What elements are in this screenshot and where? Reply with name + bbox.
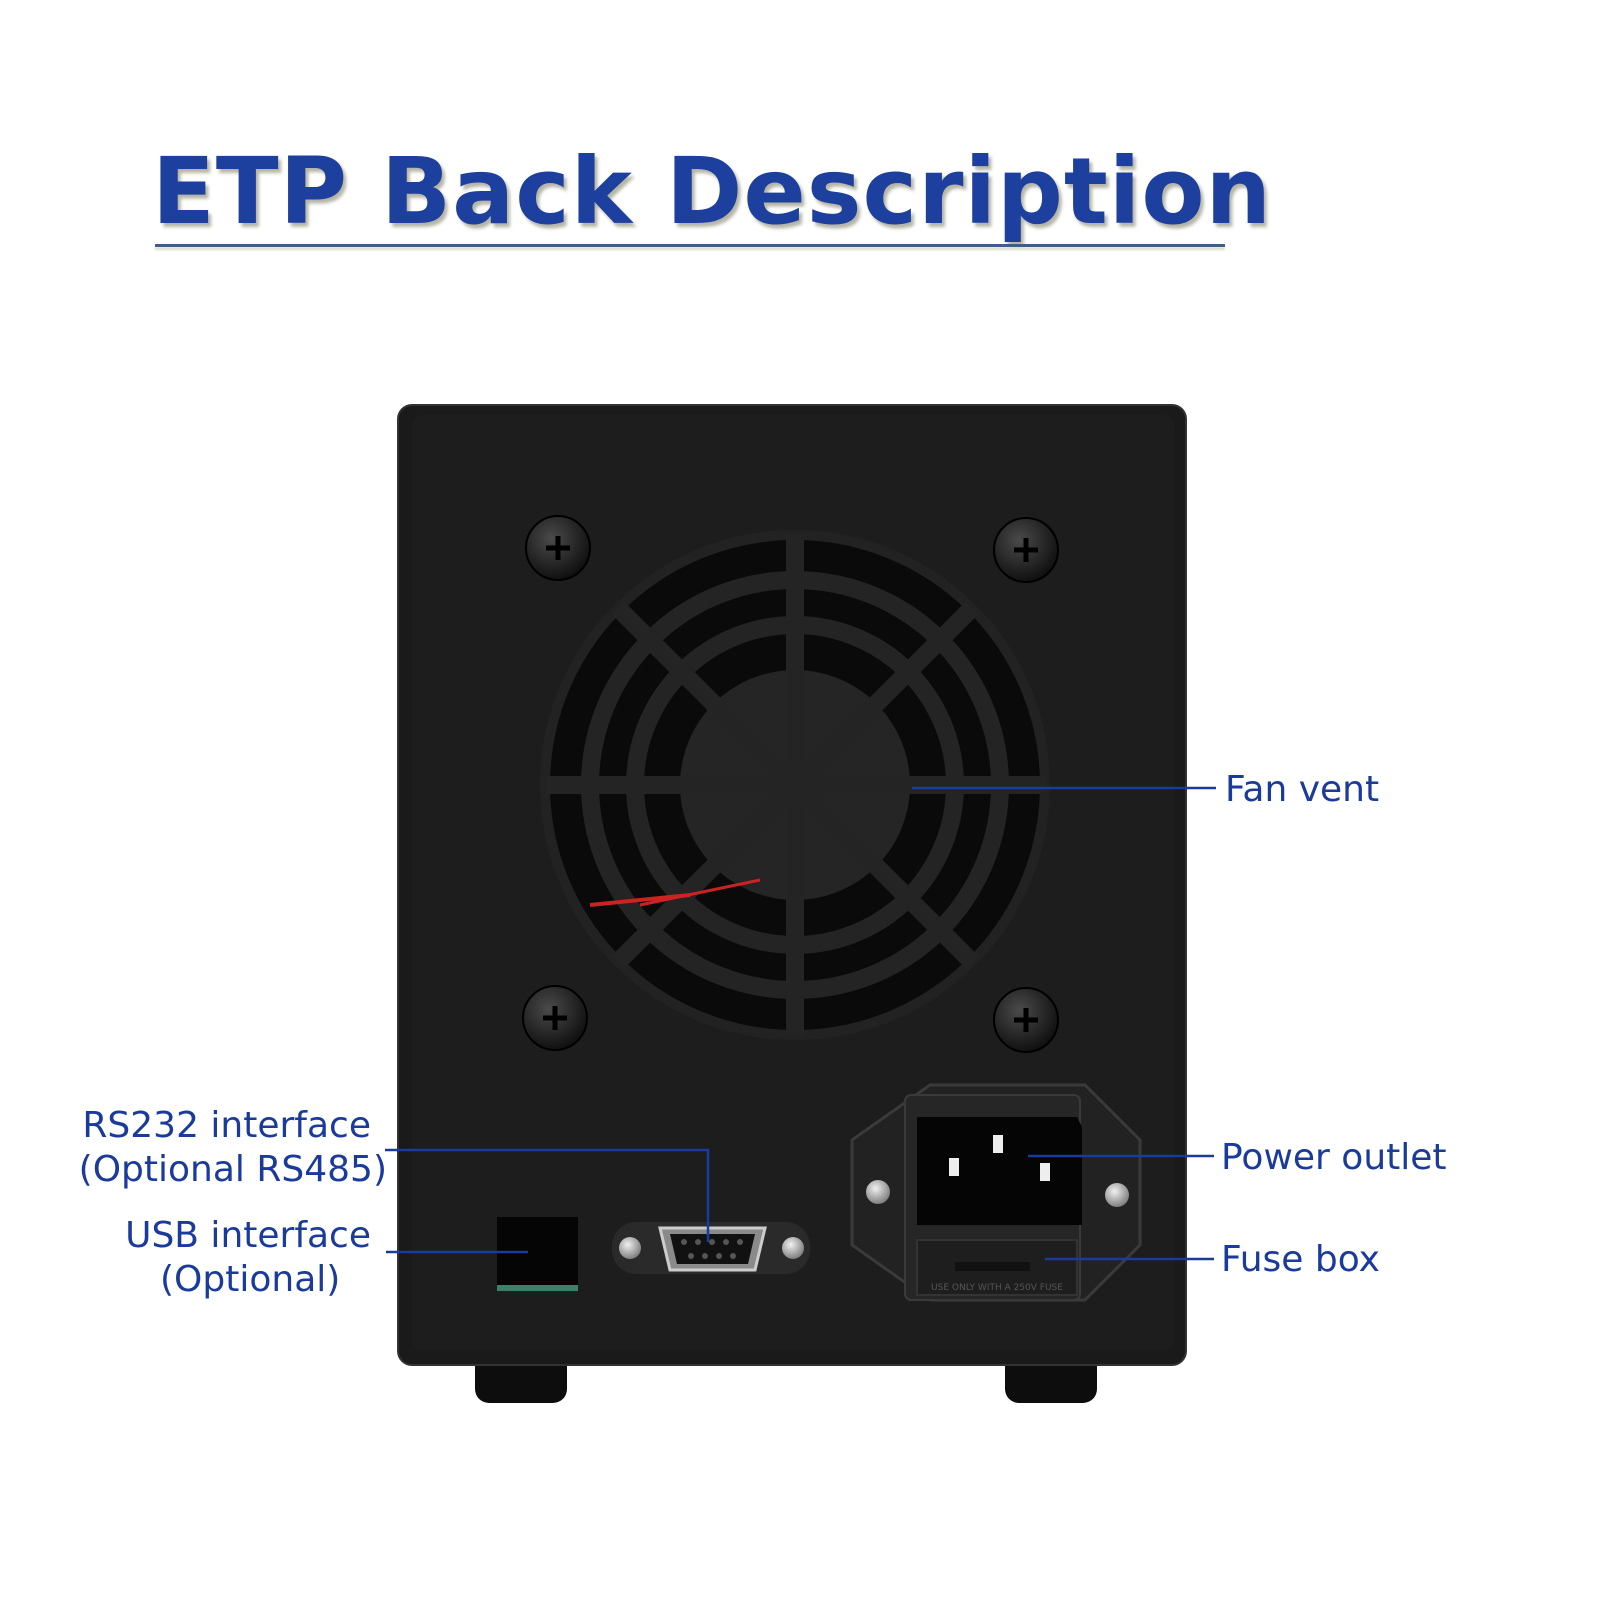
title-underline [155,244,1225,247]
label-usb-optional: (Optional) [160,1259,341,1300]
fan-vent [540,530,1050,1040]
label-usb: USB interface [125,1215,371,1256]
label-rs232: RS232 interface [82,1105,371,1146]
label-fan-vent: Fan vent [1225,769,1380,810]
label-rs232-optional: (Optional RS485) [78,1149,387,1190]
fuse-box: USE ONLY WITH A 250V FUSE [916,1239,1078,1296]
leader-lines [385,786,1216,1261]
usb-port [497,1217,578,1290]
label-power-outlet: Power outlet [1221,1137,1447,1178]
label-fuse-box: Fuse box [1221,1239,1380,1280]
fuse-marking: USE ONLY WITH A 250V FUSE [931,1283,1063,1293]
leader-rs232 [385,1148,710,1242]
page-title: ETP Back Description [152,138,1273,245]
rs232-port [612,1222,810,1274]
